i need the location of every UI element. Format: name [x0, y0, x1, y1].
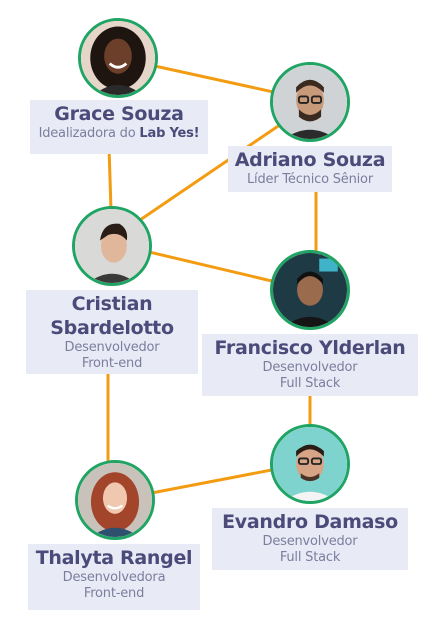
role-grace-prefix: Idealizadora do	[38, 126, 140, 141]
label-cristian: Cristian Sbardelotto Desenvolvedor Front…	[26, 290, 198, 374]
role-thalyta-line1: Desenvolvedora	[62, 570, 166, 585]
role-francisco-line1: Desenvolvedor	[262, 360, 358, 375]
avatar-francisco	[270, 250, 350, 330]
role-evandro-line2: Full Stack	[279, 550, 341, 565]
connector-adriano-cristian	[139, 116, 291, 222]
role-francisco-line2: Full Stack	[279, 376, 341, 391]
portrait-francisco	[273, 253, 347, 327]
name-thalyta: Thalyta Rangel	[35, 547, 193, 569]
avatar-adriano	[270, 62, 350, 142]
label-adriano: Adriano Souza Líder Técnico Sênior	[228, 146, 392, 192]
role-grace: Idealizadora do Lab Yes!	[30, 126, 208, 142]
role-grace-lab: Lab Yes!	[139, 126, 200, 141]
name-adriano: Adriano Souza	[234, 149, 386, 171]
avatar-evandro	[270, 424, 350, 504]
name-evandro: Evandro Damaso	[222, 511, 398, 533]
portrait-grace	[81, 21, 155, 95]
label-thalyta: Thalyta Rangel Desenvolvedora Front-end	[28, 544, 200, 610]
avatar-thalyta	[75, 460, 155, 540]
name-francisco: Francisco Ylderlan	[214, 337, 406, 359]
avatar-grace	[78, 18, 158, 98]
portrait-adriano	[273, 65, 347, 139]
label-evandro: Evandro Damaso Desenvolvedor Full Stack	[212, 508, 408, 570]
portrait-cristian	[75, 209, 149, 283]
name-grace: Grace Souza	[54, 103, 184, 125]
role-cristian-line1: Desenvolvedor	[64, 340, 160, 355]
avatar-cristian	[72, 206, 152, 286]
portrait-thalyta	[78, 463, 152, 537]
label-grace: Grace Souza Idealizadora do Lab Yes!	[30, 100, 208, 154]
role-evandro-line1: Desenvolvedor	[262, 534, 358, 549]
label-francisco: Francisco Ylderlan Desenvolvedor Full St…	[202, 334, 418, 396]
name-cristian: Cristian Sbardelotto	[50, 293, 174, 339]
role-adriano: Líder Técnico Sênior	[247, 172, 373, 187]
role-thalyta-line2: Front-end	[83, 586, 145, 601]
portrait-evandro	[273, 427, 347, 501]
role-cristian-line2: Front-end	[81, 356, 143, 371]
